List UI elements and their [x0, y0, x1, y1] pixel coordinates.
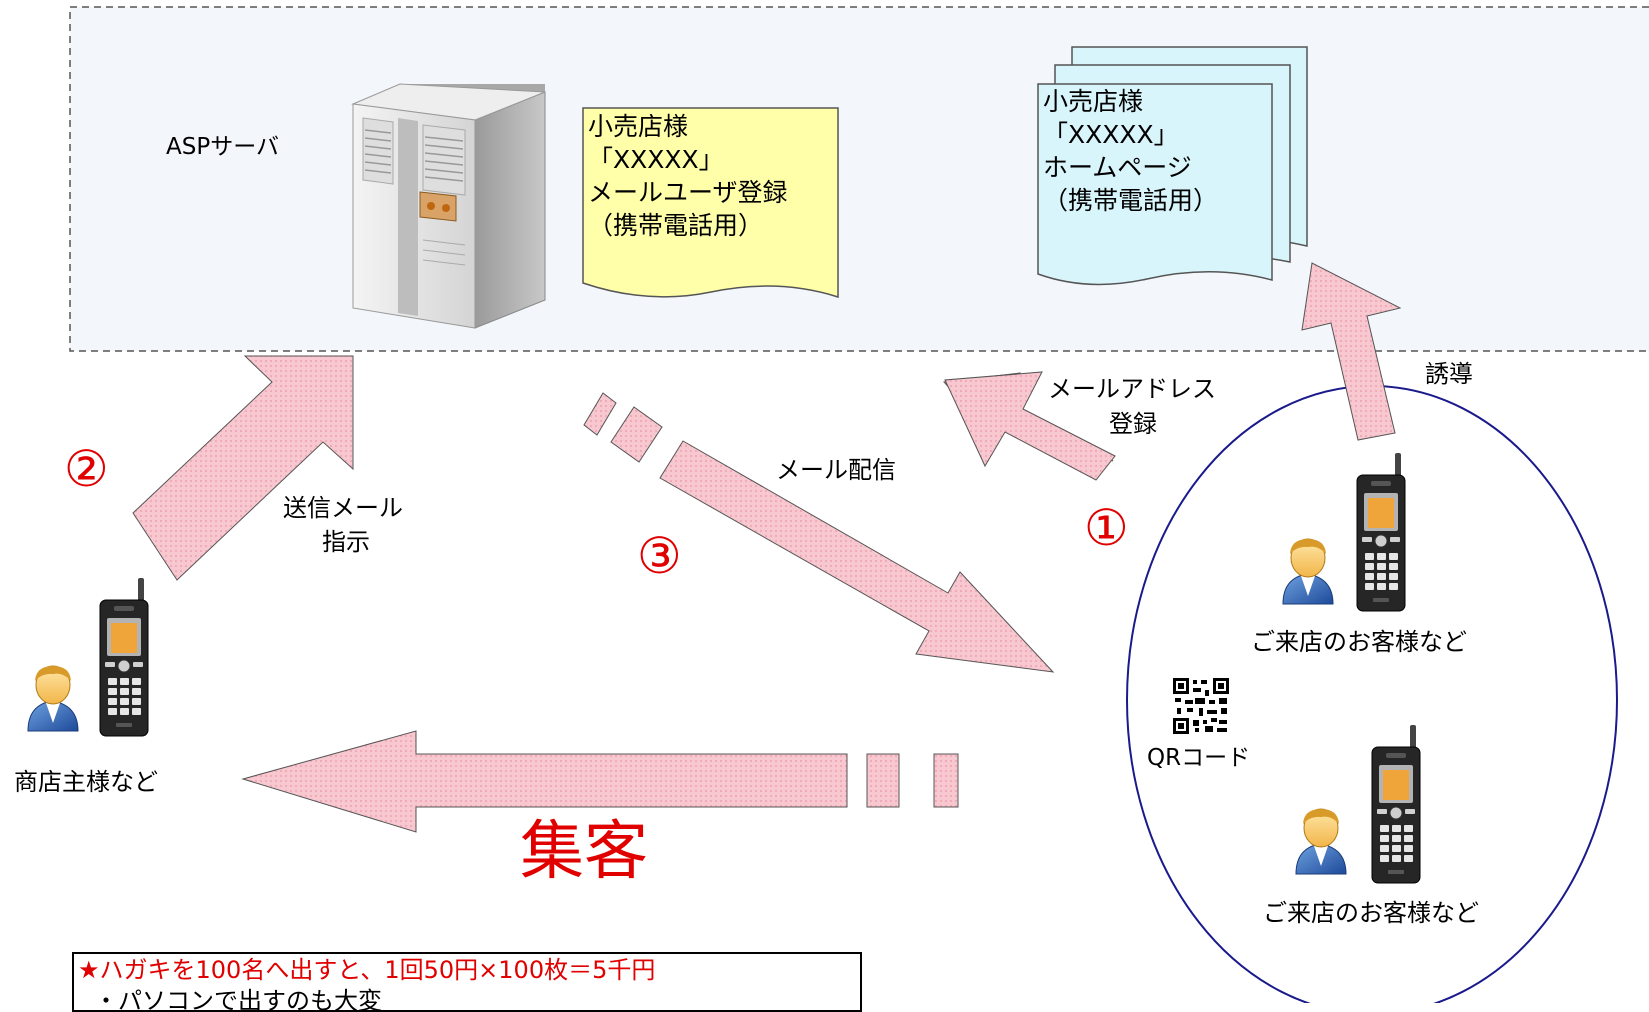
step-1-marker: ① — [1084, 499, 1129, 557]
guide-arrow — [1301, 262, 1402, 441]
mail-delivery-label: メール配信 — [776, 456, 896, 484]
customer-a-label: ご来店のお客様など — [1251, 628, 1467, 656]
shop-owner-person-icon — [27, 665, 79, 732]
customer-b-phone-icon — [1371, 724, 1421, 884]
server-label: ASPサーバ — [166, 134, 279, 160]
asp-server-region — [69, 6, 1649, 352]
mail-registration-document: 小売店様 「XXXXX」 メールユーザ登録 （携帯電話用） — [582, 107, 839, 299]
home-doc-line4: （携帯電話用） — [1043, 186, 1218, 215]
customer-a-phone-icon — [1356, 452, 1406, 612]
cost-note-line2: ・パソコンで出すのも大変 — [94, 987, 382, 1012]
qr-code-label: QRコード — [1147, 745, 1250, 771]
mail-address-label-line2: 登録 — [1109, 410, 1157, 438]
attract-customers-arrow — [241, 730, 959, 833]
cost-note-box: ★ハガキを100名へ出すと、1回50円×100枚＝5千円 ・パソコンで出すのも大… — [72, 952, 862, 1012]
mail-doc-line4: （携帯電話用） — [588, 211, 763, 240]
send-instruction-label-line1: 送信メール — [283, 494, 403, 522]
mail-doc-line2: 「XXXXX」 — [588, 145, 724, 174]
step-2-marker: ② — [64, 440, 109, 498]
shop-owner-phone-icon — [99, 577, 149, 737]
step-3-marker: ③ — [637, 527, 682, 585]
send-instruction-arrow — [132, 355, 354, 581]
send-instruction-label-line2: 指示 — [322, 528, 370, 556]
attract-customers-label: 集客 — [520, 815, 648, 889]
customer-a-person-icon — [1282, 538, 1334, 605]
mail-delivery-arrow — [583, 392, 1055, 673]
cost-note-line1: ★ハガキを100名へ出すと、1回50円×100枚＝5千円 — [78, 956, 656, 984]
shop-owner-label: 商店主様など — [14, 768, 158, 796]
home-doc-line1: 小売店様 — [1043, 87, 1143, 116]
mail-doc-line3: メールユーザ登録 — [588, 178, 788, 207]
home-doc-line3: ホームページ — [1043, 153, 1192, 182]
mail-doc-line1: 小売店様 — [588, 112, 688, 141]
guide-label: 誘導 — [1425, 360, 1473, 388]
server-icon — [351, 83, 546, 329]
customer-b-person-icon — [1295, 808, 1347, 875]
customer-b-label: ご来店のお客様など — [1263, 899, 1479, 927]
homepage-document: 小売店様 「XXXXX」 ホームページ （携帯電話用） — [1037, 46, 1308, 286]
mail-address-label-line1: メールアドレス — [1048, 375, 1216, 403]
home-doc-line2: 「XXXXX」 — [1043, 120, 1179, 149]
qr-code-icon — [1173, 678, 1229, 734]
registration-arrow-body — [944, 371, 1116, 481]
